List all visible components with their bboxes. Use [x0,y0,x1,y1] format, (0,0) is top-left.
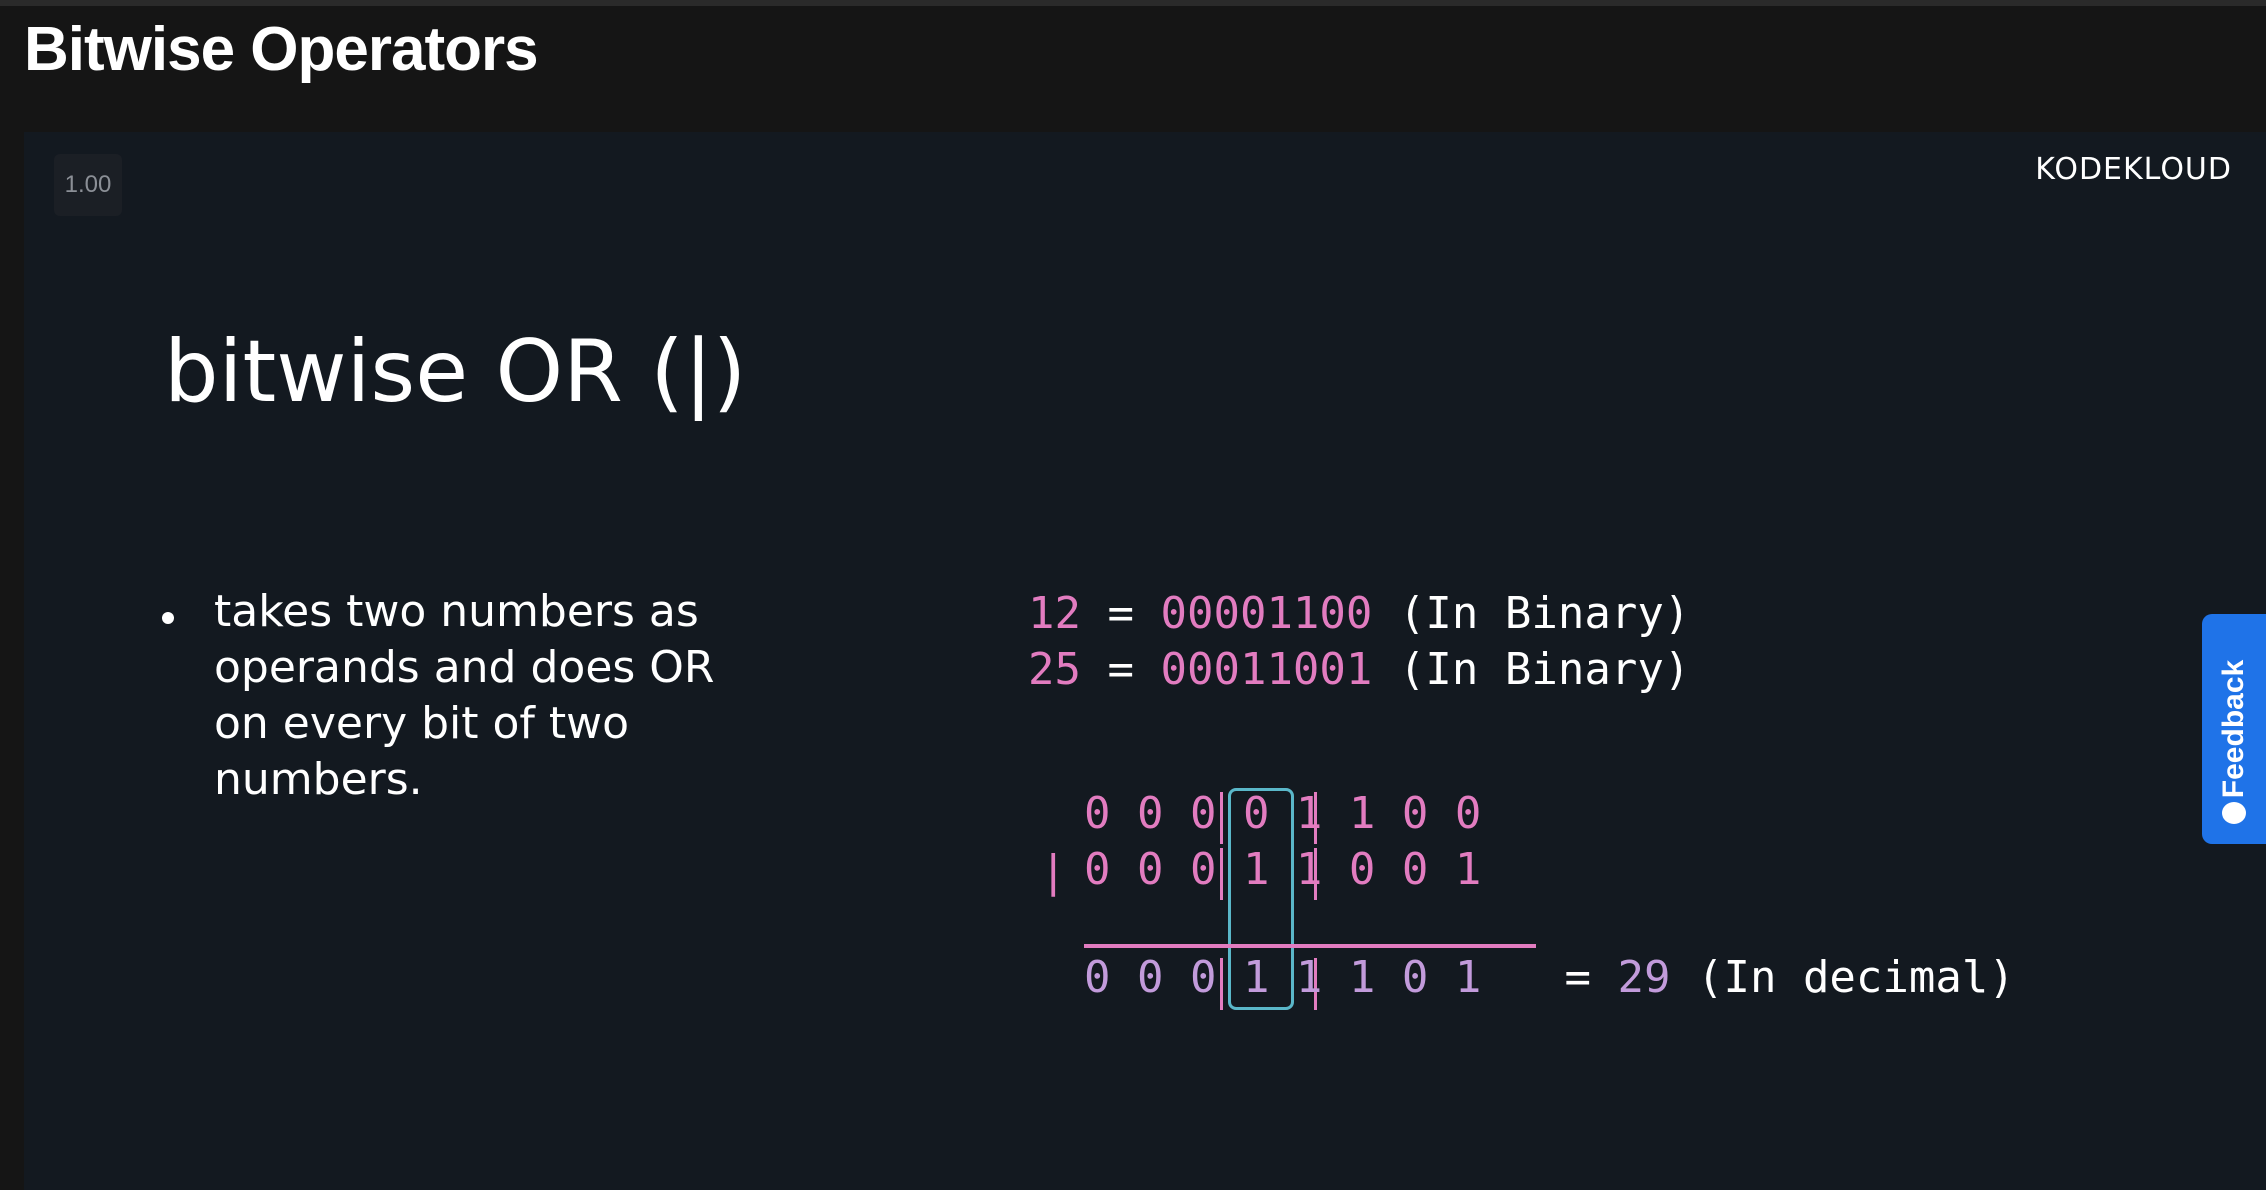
column-separator [1314,958,1317,1010]
column-separator [1220,958,1223,1010]
equals-sign: = [1107,644,1134,695]
binary-note: (In Binary) [1398,588,1691,639]
feedback-button[interactable]: Feedback [2202,614,2266,844]
column-separator [1220,848,1223,900]
number-25: 25 [1028,644,1081,695]
chat-bubble-icon [2222,802,2246,824]
page-title: Bitwise Operators [24,15,539,84]
bits-row-b: 0 0 0 1 1 0 0 1 [1084,844,1482,895]
column-separator [1314,848,1317,900]
column-separator [1220,792,1223,844]
equals-sign: = [1564,952,1592,1003]
result-decimal: = 29 (In decimal) [1538,952,2015,1003]
binary-note: (In Binary) [1398,644,1691,695]
or-operator: | [1040,846,1067,897]
window-top-edge [0,0,2266,6]
result-value: 29 [1617,952,1671,1003]
bullet-icon [162,612,174,624]
slide-title: bitwise OR (|) [164,322,747,422]
binary-value-12: 00001100 [1160,588,1373,639]
column-separator [1314,792,1317,844]
video-player[interactable]: 1.00 KODEKLOUD bitwise OR (|) takes two … [24,132,2266,1190]
bits-row-result: 0 0 0 1 1 1 0 1 [1084,952,1482,1003]
binary-value-25: 00011001 [1160,644,1373,695]
number-12: 12 [1028,588,1081,639]
equals-sign: = [1107,588,1134,639]
feedback-label: Feedback [2217,659,2250,799]
sum-divider-line [1084,944,1536,948]
bits-row-a: 0 0 0 0 1 1 0 0 [1084,788,1482,839]
binary-line-25: 25 = 00011001 (In Binary) [1028,644,1690,695]
kodekloud-logo: KODEKLOUD [2035,152,2232,187]
playback-speed-button[interactable]: 1.00 [54,154,122,216]
bullet-text: takes two numbers as operands and does O… [214,586,715,805]
binary-line-12: 12 = 00001100 (In Binary) [1028,588,1690,639]
result-note: (In decimal) [1696,952,2015,1003]
highlighted-bit-column [1228,788,1294,1010]
